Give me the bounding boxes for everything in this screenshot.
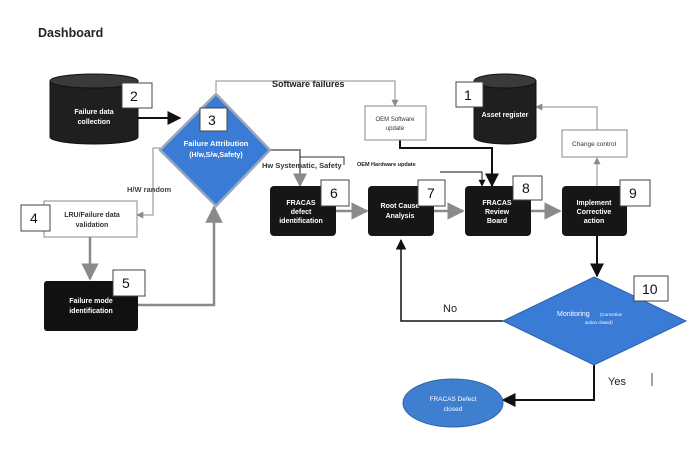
edge-hw-systematic bbox=[300, 156, 345, 165]
change-control-label: Change control bbox=[572, 141, 617, 148]
lru-line2: validation bbox=[76, 222, 109, 229]
closed-line1: FRACAS Defect bbox=[430, 396, 477, 403]
monitoring-small2: action closed) bbox=[585, 320, 613, 325]
num-box-2: 2 bbox=[121, 82, 153, 109]
node-monitoring: Monitoring (Corrective action closed) bbox=[501, 276, 688, 366]
node-asset-register: Asset register bbox=[473, 73, 537, 145]
num-7: 7 bbox=[427, 185, 435, 201]
num-box-8: 8 bbox=[512, 175, 543, 201]
node-change-control: Change control bbox=[561, 129, 628, 158]
board-line3: Board bbox=[487, 218, 507, 225]
num-4: 4 bbox=[30, 210, 38, 226]
edge-oem-hardware-to-board bbox=[440, 171, 486, 187]
failure-mode-line1: Failure mode bbox=[69, 298, 113, 305]
label-hw-random: H/W random bbox=[127, 185, 171, 194]
label-no: No bbox=[443, 303, 457, 315]
edge-monitoring-no bbox=[395, 238, 503, 322]
num-box-7: 7 bbox=[417, 179, 446, 207]
edge-failure-mode-to-attribution bbox=[138, 205, 223, 307]
closed-line2: closed bbox=[444, 406, 463, 413]
defect-line1: FRACAS bbox=[286, 200, 315, 207]
num-3: 3 bbox=[208, 112, 216, 128]
num-8: 8 bbox=[522, 180, 530, 196]
board-line1: FRACAS bbox=[482, 200, 511, 207]
label-software-failures: Software failures bbox=[272, 79, 345, 89]
implement-line3: action bbox=[584, 218, 605, 225]
edge-oem-software-to-board bbox=[399, 140, 499, 188]
edge-change-to-asset bbox=[535, 103, 598, 130]
label-oem-hardware: OEM Hardware update bbox=[357, 162, 416, 168]
lru-line1: LRU/Failure data bbox=[64, 212, 120, 219]
rootcause-line2: Analysis bbox=[386, 213, 415, 220]
failure-mode-line2: identification bbox=[69, 308, 113, 315]
num-6: 6 bbox=[330, 185, 338, 201]
attribution-line2: (H/w,S/w,Safety) bbox=[189, 152, 243, 159]
node-failure-data-collection: Failure data collection bbox=[49, 73, 139, 145]
defect-line2: defect bbox=[291, 209, 312, 216]
implement-line2: Corrective bbox=[577, 209, 612, 216]
node-implement-corrective-action: Implement Corrective action bbox=[562, 186, 627, 236]
num-2: 2 bbox=[130, 88, 138, 104]
failure-data-line2: collection bbox=[78, 119, 111, 126]
monitoring-small1: (Corrective bbox=[600, 312, 623, 317]
board-line2: Review bbox=[485, 209, 510, 216]
num-box-5: 5 bbox=[112, 269, 146, 297]
oem-software-line2: update bbox=[386, 126, 405, 132]
num-1: 1 bbox=[464, 87, 472, 103]
num-box-9: 9 bbox=[619, 179, 651, 207]
node-fracas-defect: FRACAS defect identification bbox=[270, 186, 336, 236]
edge-software-failures bbox=[215, 80, 399, 107]
num-10: 10 bbox=[642, 281, 658, 297]
rootcause-line1: Root Cause bbox=[381, 203, 420, 210]
monitoring-main: Monitoring bbox=[557, 311, 590, 318]
num-box-1: 1 bbox=[455, 81, 484, 108]
label-yes: Yes bbox=[608, 376, 626, 388]
num-9: 9 bbox=[629, 185, 637, 201]
oem-software-line1: OEM Software bbox=[375, 117, 415, 123]
num-5: 5 bbox=[122, 275, 130, 291]
defect-line3: identification bbox=[279, 218, 323, 225]
label-hw-systematic: Hw Systematic, Safety bbox=[262, 161, 342, 170]
node-oem-software-update: OEM Software update bbox=[364, 105, 427, 141]
implement-line1: Implement bbox=[576, 200, 612, 207]
num-box-4: 4 bbox=[20, 204, 51, 232]
node-fracas-defect-closed: FRACAS Defect closed bbox=[402, 378, 504, 428]
node-lru-validation: LRU/Failure data validation bbox=[43, 200, 138, 238]
num-box-6: 6 bbox=[320, 179, 350, 207]
num-box-10: 10 bbox=[633, 275, 669, 302]
node-failure-attribution: Failure Attribution (H/w,S/w,Safety) bbox=[158, 92, 272, 208]
page-title: Dashboard bbox=[38, 26, 103, 40]
asset-register-label: Asset register bbox=[482, 112, 529, 119]
failure-data-line1: Failure data bbox=[74, 109, 113, 116]
attribution-line1: Failure Attribution bbox=[184, 139, 249, 148]
num-box-3: 3 bbox=[199, 107, 228, 132]
edge-monitoring-yes bbox=[501, 365, 595, 407]
